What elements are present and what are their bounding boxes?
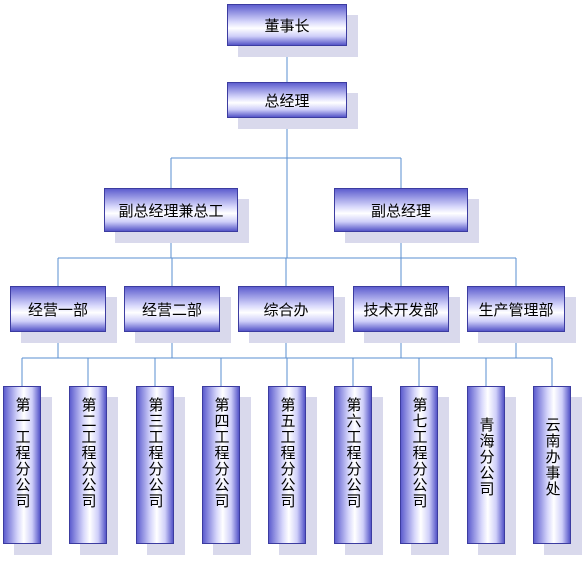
node-deputy-gm: 副总经理 [334,188,468,232]
node-branch-label: 第三工程分公司 [146,397,165,509]
node-department: 经营一部 [10,286,106,332]
node-branch: 云南办事处 [533,386,571,544]
node-branch-label: 第二工程分公司 [79,397,98,509]
node-branch: 第一工程分公司 [3,386,41,544]
node-department-label: 经营一部 [27,300,88,319]
node-department: 技术开发部 [353,286,449,332]
node-branch: 第四工程分公司 [202,386,240,544]
node-branch-label: 第六工程分公司 [344,397,363,509]
node-branch: 第二工程分公司 [69,386,107,544]
node-department: 经营二部 [124,286,220,332]
node-general-manager-label: 总经理 [264,91,310,110]
node-branch-label: 第一工程分公司 [13,397,32,509]
node-branch: 第六工程分公司 [334,386,372,544]
node-branch: 第七工程分公司 [400,386,438,544]
node-deputy-gm-chief-engineer-label: 副总经理兼总工 [118,201,224,220]
node-general-manager: 总经理 [227,82,347,118]
node-department: 生产管理部 [467,286,565,332]
node-branch: 第三工程分公司 [136,386,174,544]
node-department-label: 技术开发部 [363,300,439,319]
node-department-label: 综合办 [263,300,309,319]
node-deputy-gm-chief-engineer: 副总经理兼总工 [104,188,238,232]
node-department-label: 生产管理部 [478,300,554,319]
node-branch-label: 青海分公司 [477,417,496,497]
node-chairman-label: 董事长 [264,16,310,35]
node-department-label: 经营二部 [141,300,202,319]
node-branch-label: 第四工程分公司 [212,397,231,509]
node-branch-label: 云南办事处 [543,417,562,497]
node-department: 综合办 [238,286,334,332]
node-branch-label: 第七工程分公司 [410,397,429,509]
node-branch: 第五工程分公司 [268,386,306,544]
node-branch: 青海分公司 [467,386,505,544]
node-chairman: 董事长 [227,4,347,46]
node-deputy-gm-label: 副总经理 [370,201,431,220]
node-branch-label: 第五工程分公司 [278,397,297,509]
